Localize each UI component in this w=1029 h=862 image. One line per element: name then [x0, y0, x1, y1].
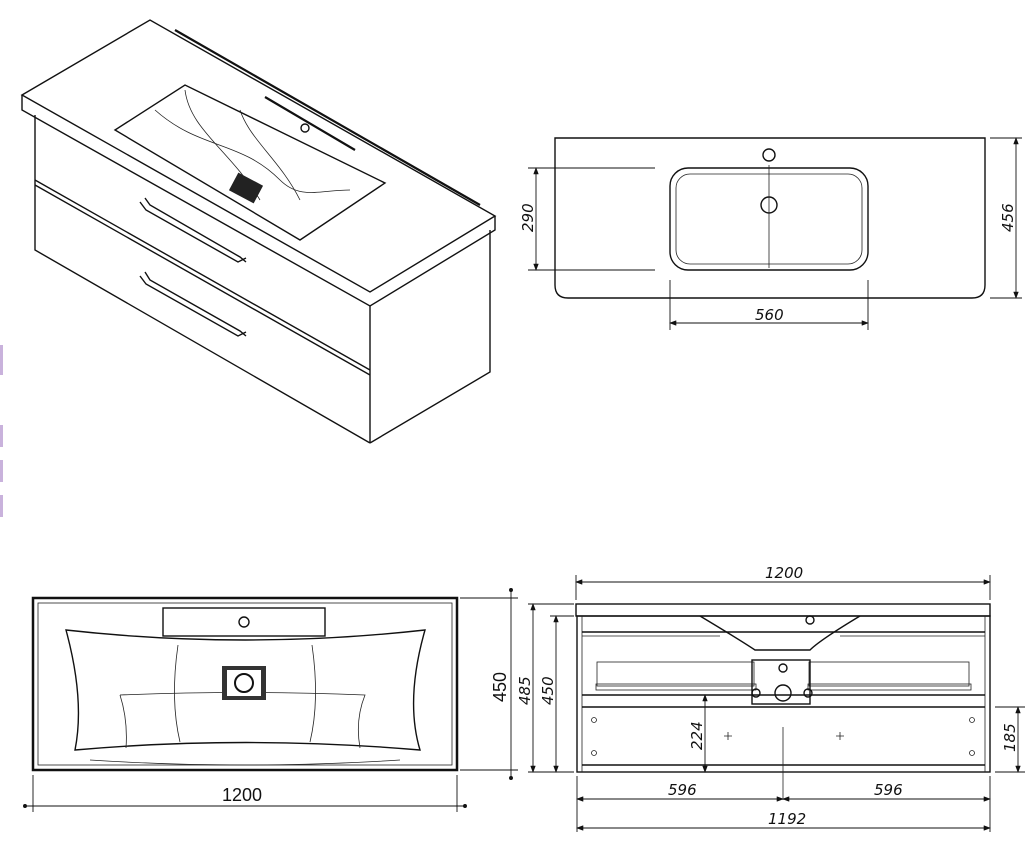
drain-fitting: [222, 666, 266, 700]
top-view: 1200 450: [23, 588, 518, 812]
dim-drain-height: 224: [688, 721, 706, 750]
dim-basin-width: 560: [755, 306, 784, 324]
dim-half-left: 596: [668, 781, 697, 799]
drawer-handle-bottom: [139, 271, 247, 337]
dim-mount-height: 185: [1001, 723, 1019, 752]
dim-top-depth: 456: [999, 203, 1017, 232]
plan-view: 290 456 560: [519, 137, 1022, 330]
dim-height-total: 485: [516, 676, 534, 705]
dim-overall-width: 1200: [765, 564, 803, 582]
dim-half-right: 596: [874, 781, 903, 799]
edge-marks: [0, 345, 3, 517]
front-view: 1200 485 450 224 185 596 596 1192: [516, 564, 1025, 832]
drawer-handle-top: [139, 197, 247, 263]
dim-top-depth-450: 450: [490, 672, 510, 702]
dim-basin-depth: 290: [519, 203, 537, 232]
isometric-view: [20, 19, 497, 444]
dim-cabinet-width: 1192: [768, 810, 806, 828]
basin-outline: [113, 84, 387, 241]
dim-height-cabinet: 450: [539, 676, 557, 705]
dim-top-width: 1200: [222, 785, 262, 805]
